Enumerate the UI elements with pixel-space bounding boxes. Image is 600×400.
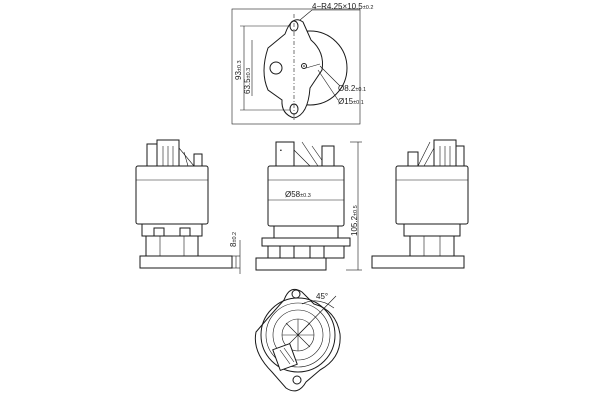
base-ring-right [403, 223, 461, 237]
connector-mark: ▪ [280, 148, 282, 154]
leader-holes [299, 9, 313, 21]
left-side-view: 8±0.2 [135, 139, 241, 274]
connector-left-right-tab [193, 153, 203, 167]
flange-plate [263, 19, 323, 119]
bottom-circle-2 [265, 302, 331, 368]
base-left-nub1 [153, 227, 165, 237]
top-view: 93±0.3 63.5±0.3 4−R4.25×10.5±0.2 Ø8.2±0.… [231, 2, 373, 125]
angle-leader [297, 295, 337, 336]
dim-d58-label: Ø58±0.3 [285, 190, 311, 199]
connector-left-tab [146, 143, 158, 167]
angle-label: 45° [316, 292, 328, 301]
d8-label: Ø8.2±0.1 [338, 84, 366, 93]
base-right-neck [409, 235, 455, 257]
connector-center-block [275, 141, 295, 167]
base-center-neck [267, 245, 345, 259]
body-left [135, 165, 209, 225]
connector-left-slope [178, 147, 195, 167]
front-view: ▪ Ø58±0.3 105.2±0.5 [255, 141, 362, 271]
base-center-lug1 [279, 245, 295, 259]
connector-right-slope1 [417, 141, 431, 167]
connector-left-slope2 [183, 151, 189, 167]
bottom-hole-top [291, 289, 301, 299]
bottom-circle-3 [272, 309, 324, 361]
dim-93-label: 93±0.3 [234, 60, 243, 80]
bottom-hole-bottom [292, 375, 302, 385]
base-ring-left [141, 223, 203, 237]
center-pin [301, 63, 307, 69]
top-view-frame [231, 8, 361, 125]
dim-8-label: 8±0.2 [229, 232, 238, 247]
right-side-view [371, 139, 469, 269]
flange-left [139, 255, 233, 269]
flange-right [371, 255, 465, 269]
connector-right-tab-right [455, 145, 465, 167]
flange-center [255, 257, 327, 271]
bottom-view: 45° [254, 288, 341, 392]
connector-center-slope1 [293, 149, 311, 167]
connector-right-tab-left [407, 151, 419, 167]
bottom-connector-line1 [279, 349, 291, 365]
holes-label: 4−R4.25×10.5±0.2 [312, 2, 373, 11]
leader-d15 [317, 69, 339, 101]
base-center-lug2 [309, 245, 325, 259]
base-left-nub2 [179, 227, 191, 237]
connector-right-slope2 [423, 147, 435, 167]
dim-63-label: 63.5±0.3 [243, 68, 252, 94]
base-ring-center [273, 225, 339, 239]
base-left-neck [145, 235, 199, 257]
connector-center-slope2 [301, 141, 319, 167]
dim-105-label: 105.2±0.5 [350, 205, 359, 236]
connector-center-tab [321, 145, 335, 167]
d15-label: Ø15±0.1 [338, 97, 364, 106]
leader-d8-in [305, 63, 321, 69]
angle-arc [301, 300, 335, 309]
port-circle [269, 61, 283, 75]
center-dot [303, 65, 305, 67]
body-right [395, 165, 469, 225]
bottom-connector-line2 [283, 347, 295, 363]
leader-d8 [319, 65, 341, 87]
base-center-step [261, 237, 351, 247]
